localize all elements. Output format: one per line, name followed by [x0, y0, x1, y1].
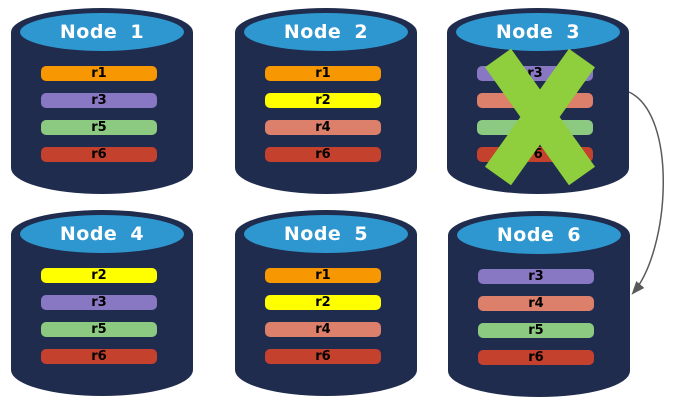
replica-list: r1 r2 r4 r6: [265, 268, 381, 364]
replica-label: r2: [315, 93, 331, 108]
replica-bar-r4: r4: [478, 296, 594, 311]
replica-bar-r3: r3: [41, 93, 157, 108]
replica-label: r6: [91, 147, 107, 162]
node-cylinder-5: Node 5 r1 r2 r4 r6: [235, 210, 417, 396]
replica-list: r1 r3 r5 r6: [41, 66, 157, 162]
cylinder-top-face: [20, 13, 184, 51]
replica-label: r3: [91, 93, 107, 108]
replica-label: r4: [315, 120, 331, 135]
replica-label: r4: [528, 296, 544, 311]
replica-label: r2: [315, 295, 331, 310]
replica-bar-r3: r3: [478, 269, 594, 284]
replica-bar-r2: r2: [41, 268, 157, 283]
replica-label: r1: [91, 66, 107, 81]
replica-label: r5: [528, 323, 544, 338]
replica-bar-r1: r1: [265, 268, 381, 283]
replica-bar-r5: r5: [41, 120, 157, 135]
replica-list: r2 r3 r5 r6: [41, 268, 157, 364]
cylinder-body: [11, 32, 193, 194]
replica-label: r6: [315, 349, 331, 364]
replica-label: r5: [91, 322, 107, 337]
replica-bar-r2: r2: [265, 295, 381, 310]
cylinder-top-face: [456, 13, 620, 51]
node-title: Node 4: [59, 223, 145, 245]
replica-bar-r4: r4: [265, 120, 381, 135]
node-cylinder-1: Node 1 r1 r3 r5 r6: [11, 8, 193, 194]
replica-label: r6: [315, 147, 331, 162]
replica-bar-r1: r1: [265, 66, 381, 81]
replica-bar-r5: r5: [41, 322, 157, 337]
replica-bar-r6: r6: [265, 147, 381, 162]
replica-bar-r2: r2: [265, 93, 381, 108]
replica-label: r5: [91, 120, 107, 135]
replica-label: r3: [528, 269, 544, 284]
replica-label: r6: [91, 349, 107, 364]
replica-list: r1 r2 r4 r6: [265, 66, 381, 162]
replica-bar-r6: r6: [478, 350, 594, 365]
cylinder-top-face: [20, 215, 184, 253]
replica-bar-r3: r3: [41, 295, 157, 310]
node-title: Node 1: [59, 21, 145, 43]
cylinder-top-face: [244, 215, 408, 253]
node-title: Node 3: [495, 21, 581, 43]
replica-list: r3 r4 r5 r6: [478, 269, 594, 365]
replica-label: r4: [315, 322, 331, 337]
replica-label: r6: [528, 350, 544, 365]
replica-bar-r6: r6: [41, 349, 157, 364]
replica-bar-r6: r6: [41, 147, 157, 162]
replica-label: r1: [315, 66, 331, 81]
failure-x-icon: [484, 48, 596, 186]
replica-bar-r1: r1: [41, 66, 157, 81]
node-cylinder-4: Node 4 r2 r3 r5 r6: [11, 210, 193, 396]
cylinder-body: [11, 234, 193, 396]
replica-label: r1: [315, 268, 331, 283]
node-title: Node 6: [496, 224, 582, 246]
cylinder-body: [235, 32, 417, 194]
node-cylinder-2: Node 2 r1 r2 r4 r6: [235, 8, 417, 194]
replica-bar-r4: r4: [265, 322, 381, 337]
node-title: Node 5: [283, 223, 369, 245]
replica-bar-r6: r6: [265, 349, 381, 364]
replica-label: r2: [91, 268, 107, 283]
replica-bar-r5: r5: [478, 323, 594, 338]
cylinder-top-face: [244, 13, 408, 51]
cylinder-body: [448, 235, 630, 397]
node-cylinder-6: Node 6 r3 r4 r5 r6: [448, 211, 630, 397]
node-title: Node 2: [283, 21, 369, 43]
replica-label: r3: [91, 295, 107, 310]
cylinder-body: [235, 234, 417, 396]
cylinder-top-face: [457, 216, 621, 254]
